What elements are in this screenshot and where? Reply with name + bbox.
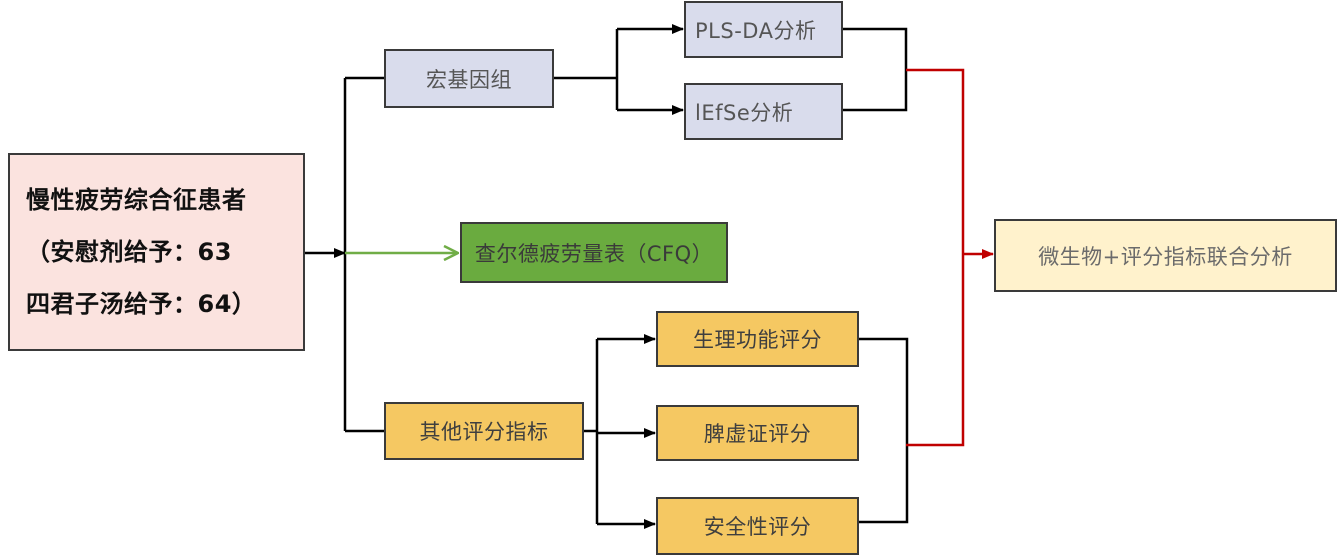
pls-da-box: PLS-DA分析: [684, 1, 843, 58]
spleen-score-box: 脾虚证评分: [656, 405, 859, 461]
patients-box: 慢性疲劳综合征患者 （安慰剂给予：63 四君子汤给予：64）: [8, 153, 305, 351]
connector-red-top: [906, 68, 965, 447]
metagenome-box: 宏基因组: [384, 49, 554, 108]
cfq-box: 查尔德疲劳量表（CFQ）: [460, 222, 728, 283]
physio-score-box: 生理功能评分: [656, 311, 859, 367]
joint-analysis-box: 微生物+评分指标联合分析: [994, 219, 1337, 292]
lefse-box: lEfSe分析: [684, 83, 843, 140]
patients-line-2: （安慰剂给予：63: [26, 238, 232, 266]
patients-line-3: 四君子汤给予：64）: [26, 290, 257, 318]
other-scores-box: 其他评分指标: [384, 402, 584, 460]
connector-scores-merge: [858, 337, 909, 524]
patients-line-1: 慢性疲劳综合征患者: [26, 186, 247, 214]
connector-pls-da-out: [842, 27, 908, 112]
safety-score-box: 安全性评分: [656, 497, 859, 555]
